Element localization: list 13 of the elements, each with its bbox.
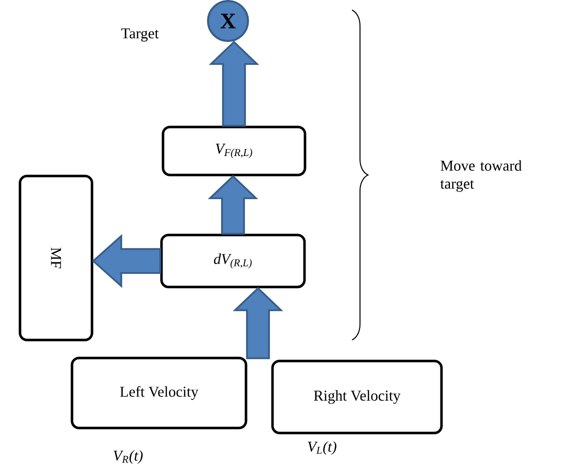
block-arrow (232, 286, 284, 360)
process-box: dV$_{(R,L)}$ (160, 234, 306, 288)
caption-text: Target (121, 28, 159, 42)
process-box: Right Velocity (271, 360, 443, 434)
process-box: Left Velocity (70, 356, 248, 430)
block-arrow (208, 175, 258, 235)
caption-text: V$_{L}$(t) (308, 441, 336, 455)
process-box: MF (18, 174, 94, 342)
block-arrow (208, 40, 260, 127)
block-arrow (92, 234, 162, 288)
process-box: V$_{F(R,L)}$ (162, 126, 306, 176)
caption-text: V$_{R}$(t) (114, 450, 143, 464)
brace-label: Move toward target (440, 160, 522, 192)
